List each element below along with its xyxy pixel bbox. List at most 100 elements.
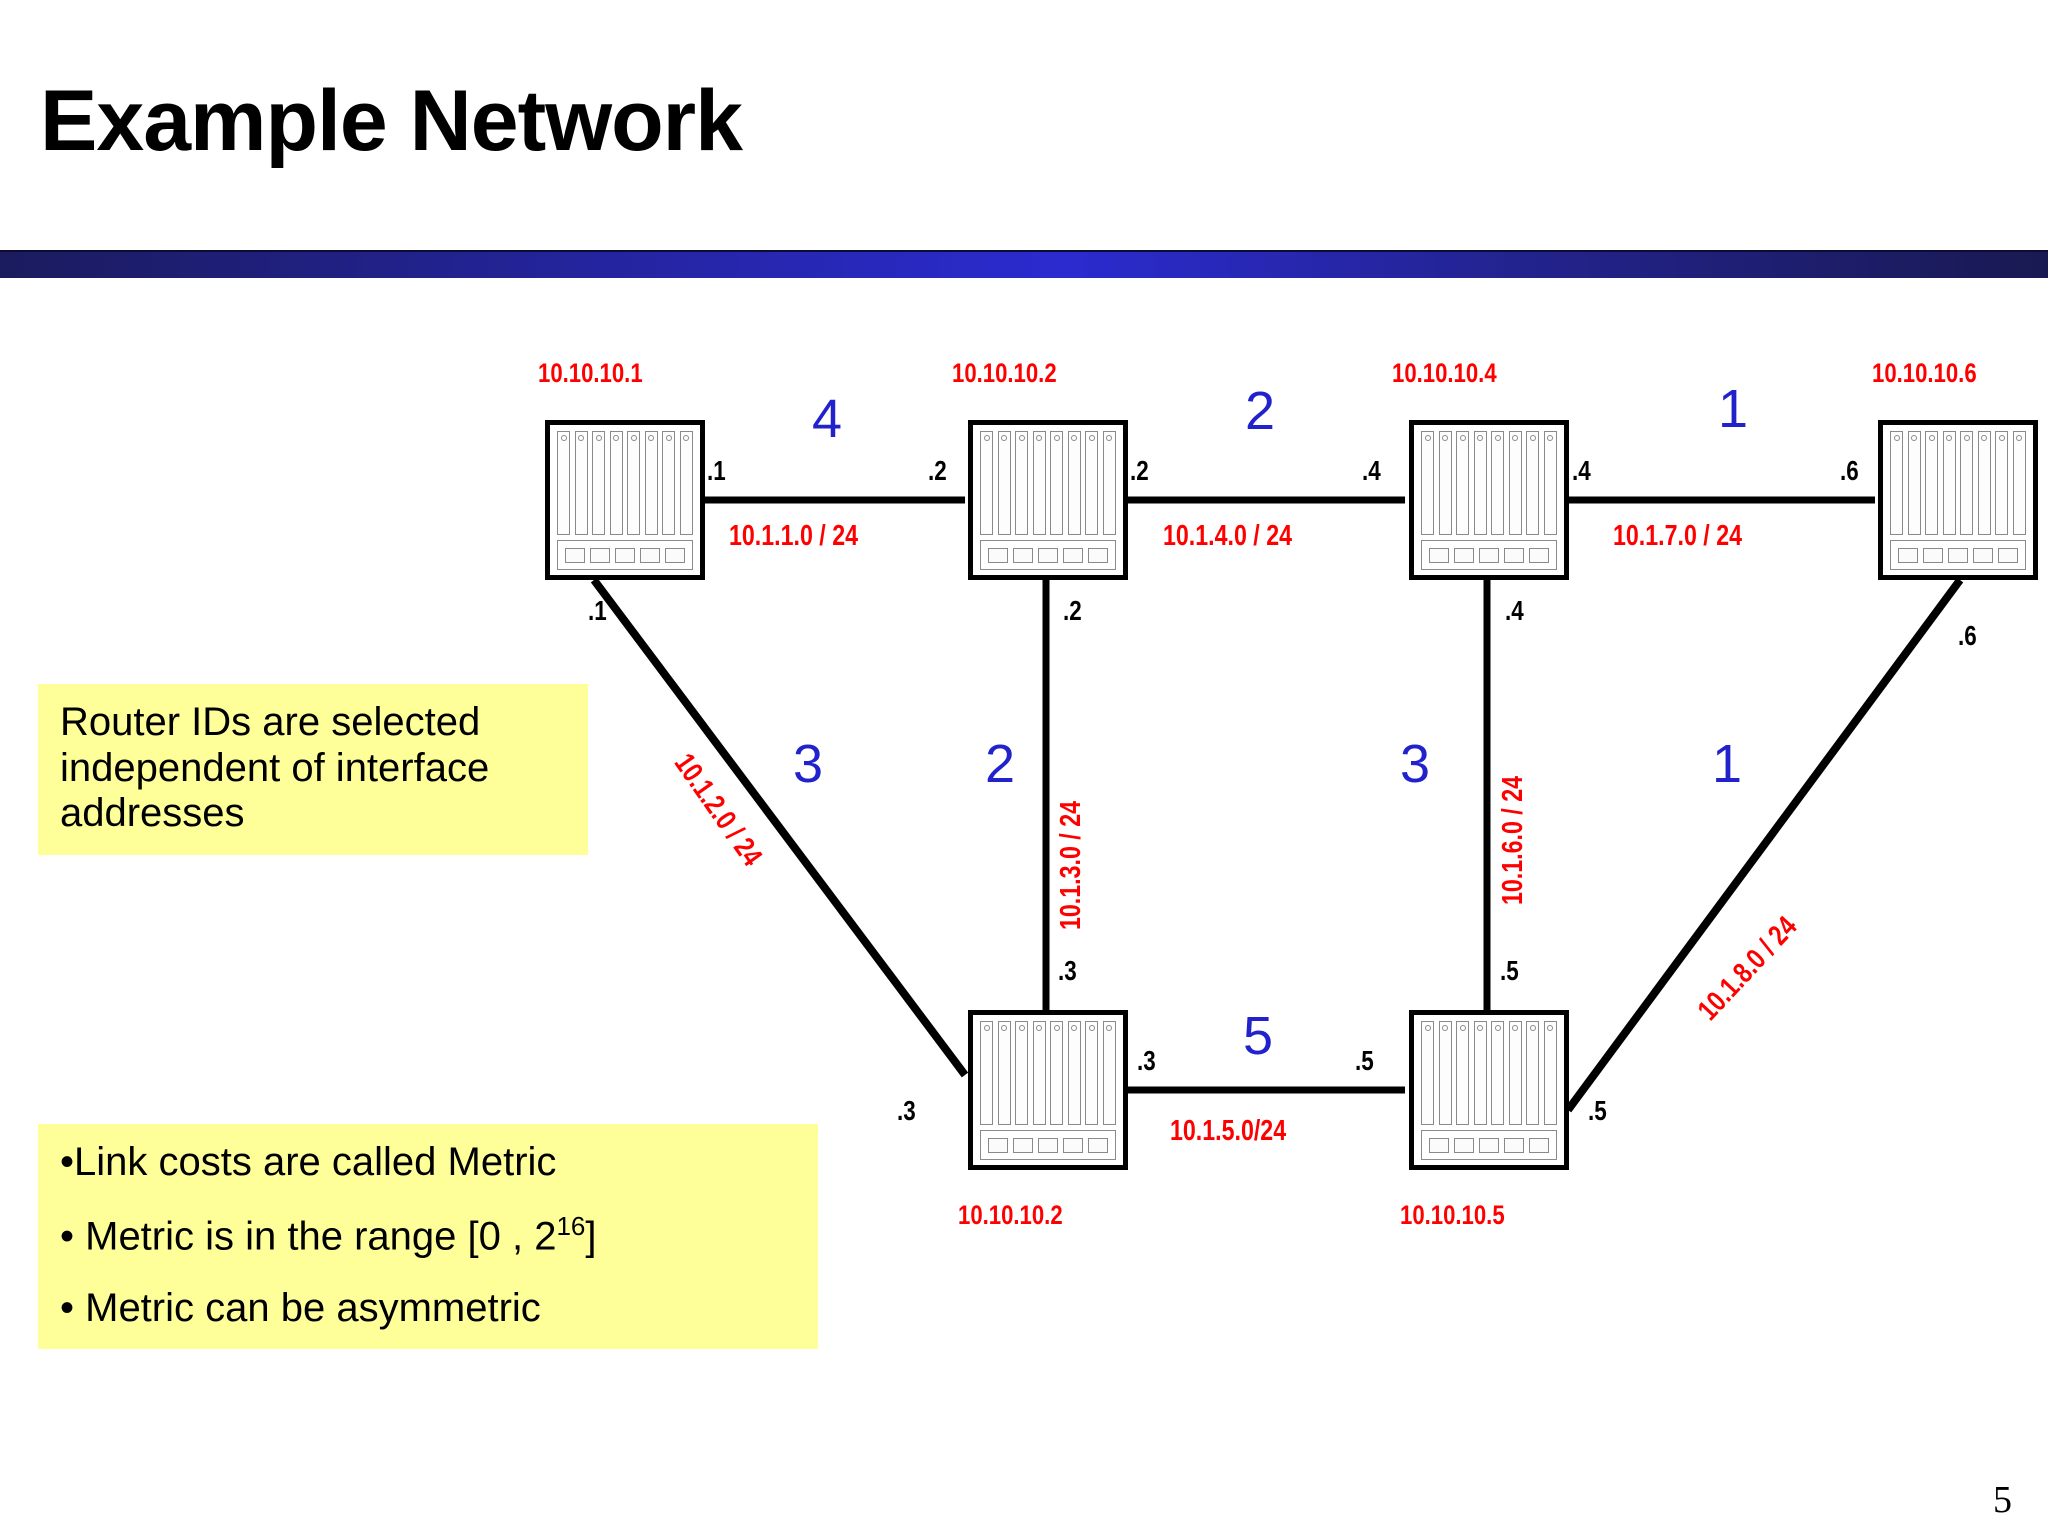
router-id-bottom-2: 10.10.10.5 xyxy=(1400,1200,1505,1230)
interface-bottom1-diag: .3 xyxy=(897,1095,916,1126)
router-id-top-1: 10.10.10.1 xyxy=(538,358,643,388)
line-diag-left xyxy=(590,577,969,1078)
interface-bottom2-up: .5 xyxy=(1500,955,1519,986)
router-card-slot xyxy=(1032,1021,1046,1125)
router-card-slot xyxy=(1473,431,1487,535)
router-card-slot xyxy=(644,431,658,535)
router-port-tray xyxy=(980,540,1116,570)
subnet-label-diag-right: 10.1.8.0 / 24 xyxy=(1692,910,1804,1027)
metric-diag-left: 3 xyxy=(793,734,824,794)
router-port xyxy=(665,547,686,563)
router-card-slot xyxy=(1543,431,1557,535)
router-card-slot xyxy=(679,431,693,535)
router-slot-bay xyxy=(980,431,1116,535)
metric-vert-right: 3 xyxy=(1400,734,1431,794)
router-card-slot xyxy=(1508,431,1522,535)
router-port-tray xyxy=(557,540,693,570)
interface-top1-right: .1 xyxy=(707,455,726,486)
router-port xyxy=(1998,547,2019,563)
router-port xyxy=(1428,1137,1449,1153)
subnet-label-top-1-2: 10.1.1.0 / 24 xyxy=(729,520,858,552)
note-metrics-bullet-3: • Metric can be asymmetric xyxy=(60,1285,541,1330)
router-card-slot xyxy=(1491,1021,1505,1125)
router-card-slot xyxy=(1890,431,1903,535)
router-port-tray xyxy=(1421,1130,1557,1160)
router-id-top-4: 10.10.10.6 xyxy=(1872,358,1977,388)
router-port xyxy=(1453,1137,1474,1153)
router-card-slot xyxy=(1473,1021,1487,1125)
metric-vert-middle: 2 xyxy=(985,734,1016,794)
router-slot-bay xyxy=(1421,1021,1557,1125)
router-top-1[interactable] xyxy=(545,420,705,580)
interface-bottom1-right: .3 xyxy=(1137,1045,1156,1076)
router-card-slot xyxy=(1977,431,1991,535)
interface-top2-right: .2 xyxy=(1130,455,1149,486)
router-card-slot xyxy=(980,1021,993,1125)
note-metrics-bullet-2-pre: • Metric is in the range [0 , 2 xyxy=(60,1213,557,1258)
interface-top1-down: .1 xyxy=(588,595,607,626)
router-port xyxy=(1037,1137,1058,1153)
interface-bottom1-up: .3 xyxy=(1058,955,1077,986)
interface-top2-down: .2 xyxy=(1063,595,1082,626)
router-card-slot xyxy=(1015,431,1029,535)
router-card-slot xyxy=(557,431,570,535)
router-card-slot xyxy=(592,431,606,535)
router-card-slot xyxy=(1526,1021,1540,1125)
interface-top3-right: .4 xyxy=(1572,455,1591,486)
router-top-2[interactable] xyxy=(968,420,1128,580)
router-card-slot xyxy=(574,431,588,535)
note-metrics-bullet-2-superscript: 16 xyxy=(556,1210,586,1241)
metric-top-1-2: 4 xyxy=(812,389,843,449)
router-card-slot xyxy=(1421,431,1434,535)
router-port xyxy=(1922,547,1943,563)
router-port xyxy=(614,547,635,563)
router-card-slot xyxy=(997,1021,1011,1125)
router-port xyxy=(1973,547,1994,563)
router-port xyxy=(1037,547,1058,563)
interface-top4-down: .6 xyxy=(1958,620,1977,651)
router-port-tray xyxy=(1890,540,2026,570)
router-card-slot xyxy=(1438,431,1452,535)
router-port xyxy=(1088,1137,1109,1153)
router-port xyxy=(1897,547,1918,563)
router-port xyxy=(1529,547,1550,563)
note-metrics: •Link costs are called Metric • Metric i… xyxy=(38,1124,818,1350)
router-top-3[interactable] xyxy=(1409,420,1569,580)
router-bottom-1[interactable] xyxy=(968,1010,1128,1170)
router-card-slot xyxy=(980,431,993,535)
note-metrics-bullet-1: •Link costs are called Metric xyxy=(60,1140,557,1184)
router-bottom-2[interactable] xyxy=(1409,1010,1569,1170)
router-port xyxy=(987,547,1008,563)
router-port xyxy=(1453,547,1474,563)
line-diag-right xyxy=(1564,577,1964,1113)
router-card-slot xyxy=(2012,431,2026,535)
router-card-slot xyxy=(1050,1021,1064,1125)
router-card-slot xyxy=(1015,1021,1029,1125)
router-card-slot xyxy=(609,431,623,535)
router-port xyxy=(1012,547,1033,563)
router-id-bottom-1: 10.10.10.2 xyxy=(958,1200,1063,1230)
router-port-tray xyxy=(1421,540,1557,570)
interface-top3-left: .4 xyxy=(1362,455,1381,486)
router-port xyxy=(1063,547,1084,563)
router-card-slot xyxy=(997,431,1011,535)
router-id-top-3: 10.10.10.4 xyxy=(1392,358,1497,388)
router-card-slot xyxy=(1491,431,1505,535)
router-card-slot xyxy=(1925,431,1939,535)
router-port-tray xyxy=(980,1130,1116,1160)
router-card-slot xyxy=(1526,431,1540,535)
metric-diag-right: 1 xyxy=(1712,734,1743,794)
router-port xyxy=(987,1137,1008,1153)
interface-top4-left: .6 xyxy=(1840,455,1859,486)
subnet-label-vert-middle: 10.1.3.0 / 24 xyxy=(1055,801,1087,930)
subnet-label-vert-right: 10.1.6.0 / 24 xyxy=(1497,776,1529,905)
router-card-slot xyxy=(1421,1021,1434,1125)
note-metrics-bullet-2-post: ] xyxy=(585,1213,597,1258)
router-top-4[interactable] xyxy=(1878,420,2038,580)
router-card-slot xyxy=(1102,1021,1116,1125)
page-number: 5 xyxy=(1993,1479,2012,1521)
router-port xyxy=(1012,1137,1033,1153)
router-slot-bay xyxy=(1890,431,2026,535)
router-card-slot xyxy=(1067,1021,1081,1125)
router-card-slot xyxy=(1960,431,1974,535)
